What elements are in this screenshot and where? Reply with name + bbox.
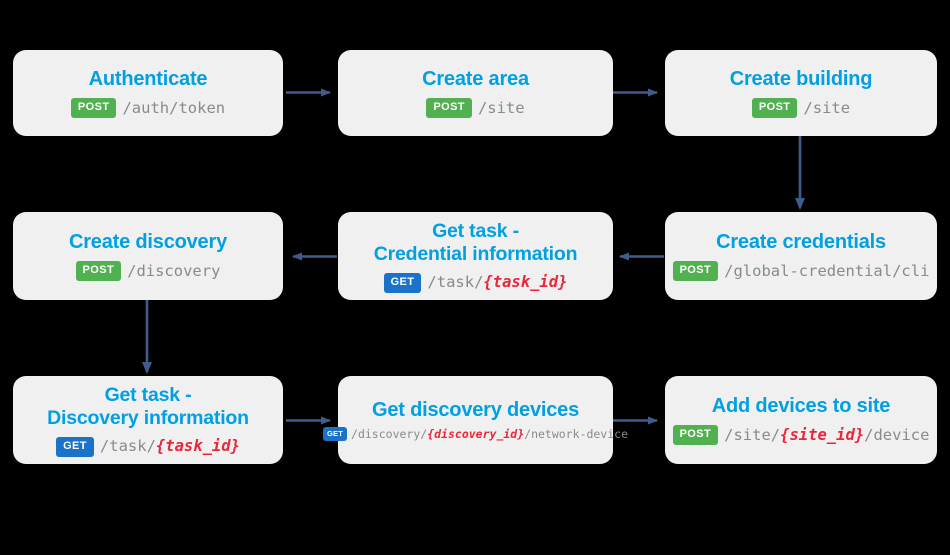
node-title: Get task - Discovery information [47, 383, 249, 429]
endpoint-path: /auth/token [122, 98, 226, 117]
endpoint-path: /site [803, 98, 851, 117]
http-verb-badge: POST [672, 261, 719, 281]
path-suffix: /device [864, 425, 930, 444]
node-title: Authenticate [88, 68, 208, 90]
node-title: Create building [729, 68, 873, 90]
path-variable: {task_id} [155, 437, 240, 455]
path-prefix: /auth/token [122, 98, 226, 117]
endpoint-path: /global-credential/cli [724, 261, 930, 280]
endpoint-path: /discovery [127, 261, 221, 280]
endpoint-row: POST /site [426, 98, 525, 118]
node-add-devices-to-site[interactable]: Add devices to site POST /site/{site_id}… [665, 376, 937, 464]
node-get-task-credential-information[interactable]: Get task - Credential information GET /t… [338, 212, 613, 300]
path-variable: {discovery_id} [427, 426, 525, 441]
path-prefix: /global-credential/cli [724, 261, 930, 280]
http-verb-badge: GET [383, 272, 422, 293]
http-verb-badge: GET [323, 427, 348, 441]
endpoint-path: /site/{site_id}/device [724, 425, 930, 444]
http-verb-badge: POST [70, 98, 117, 118]
endpoint-row: POST /discovery [75, 261, 221, 281]
http-verb-badge: POST [751, 98, 798, 118]
endpoint-path: /discovery/{discovery_id}/network-device [351, 426, 628, 441]
endpoint-row: POST /site/{site_id}/device [672, 425, 930, 445]
node-title: Create credentials [716, 231, 886, 253]
endpoint-row: POST /auth/token [70, 98, 226, 118]
node-create-area[interactable]: Create area POST /site [338, 50, 613, 136]
node-title: Add devices to site [711, 395, 891, 417]
path-prefix: /task/ [427, 273, 484, 291]
http-verb-badge: GET [56, 436, 94, 457]
http-verb-badge: POST [672, 425, 719, 445]
path-prefix: /site/ [724, 425, 781, 444]
path-variable: {site_id} [780, 425, 865, 444]
endpoint-path: /site [477, 98, 525, 117]
node-get-task-discovery-information[interactable]: Get task - Discovery information GET /ta… [13, 376, 283, 464]
path-prefix: /site [803, 98, 851, 117]
http-verb-badge: POST [426, 98, 472, 118]
node-get-discovery-devices[interactable]: Get discovery devices GET /discovery/{di… [323, 376, 628, 464]
path-suffix: /network-device [524, 426, 628, 441]
endpoint-row: GET /task/{task_id} [56, 436, 240, 457]
endpoint-path: /task/{task_id} [427, 274, 567, 291]
node-title: Create discovery [68, 231, 227, 253]
endpoint-row: POST /global-credential/cli [672, 261, 930, 281]
http-verb-badge: POST [75, 261, 122, 281]
path-prefix: /discovery/ [351, 426, 428, 441]
endpoint-path: /task/{task_id} [100, 438, 240, 455]
node-create-discovery[interactable]: Create discovery POST /discovery [13, 212, 283, 300]
path-prefix: /discovery [127, 261, 221, 280]
endpoint-row: GET /task/{task_id} [383, 272, 567, 293]
endpoint-row: GET /discovery/{discovery_id}/network-de… [323, 427, 628, 441]
node-title: Create area [422, 68, 529, 90]
endpoint-row: POST /site [751, 98, 851, 118]
node-authenticate[interactable]: Authenticate POST /auth/token [13, 50, 283, 136]
node-title: Get task - Credential information [373, 219, 578, 265]
node-title: Get discovery devices [371, 399, 580, 422]
node-create-building[interactable]: Create building POST /site [665, 50, 937, 136]
path-prefix: /site [477, 98, 525, 117]
node-create-credentials[interactable]: Create credentials POST /global-credenti… [665, 212, 937, 300]
path-variable: {task_id} [483, 273, 568, 291]
path-prefix: /task/ [99, 437, 156, 455]
